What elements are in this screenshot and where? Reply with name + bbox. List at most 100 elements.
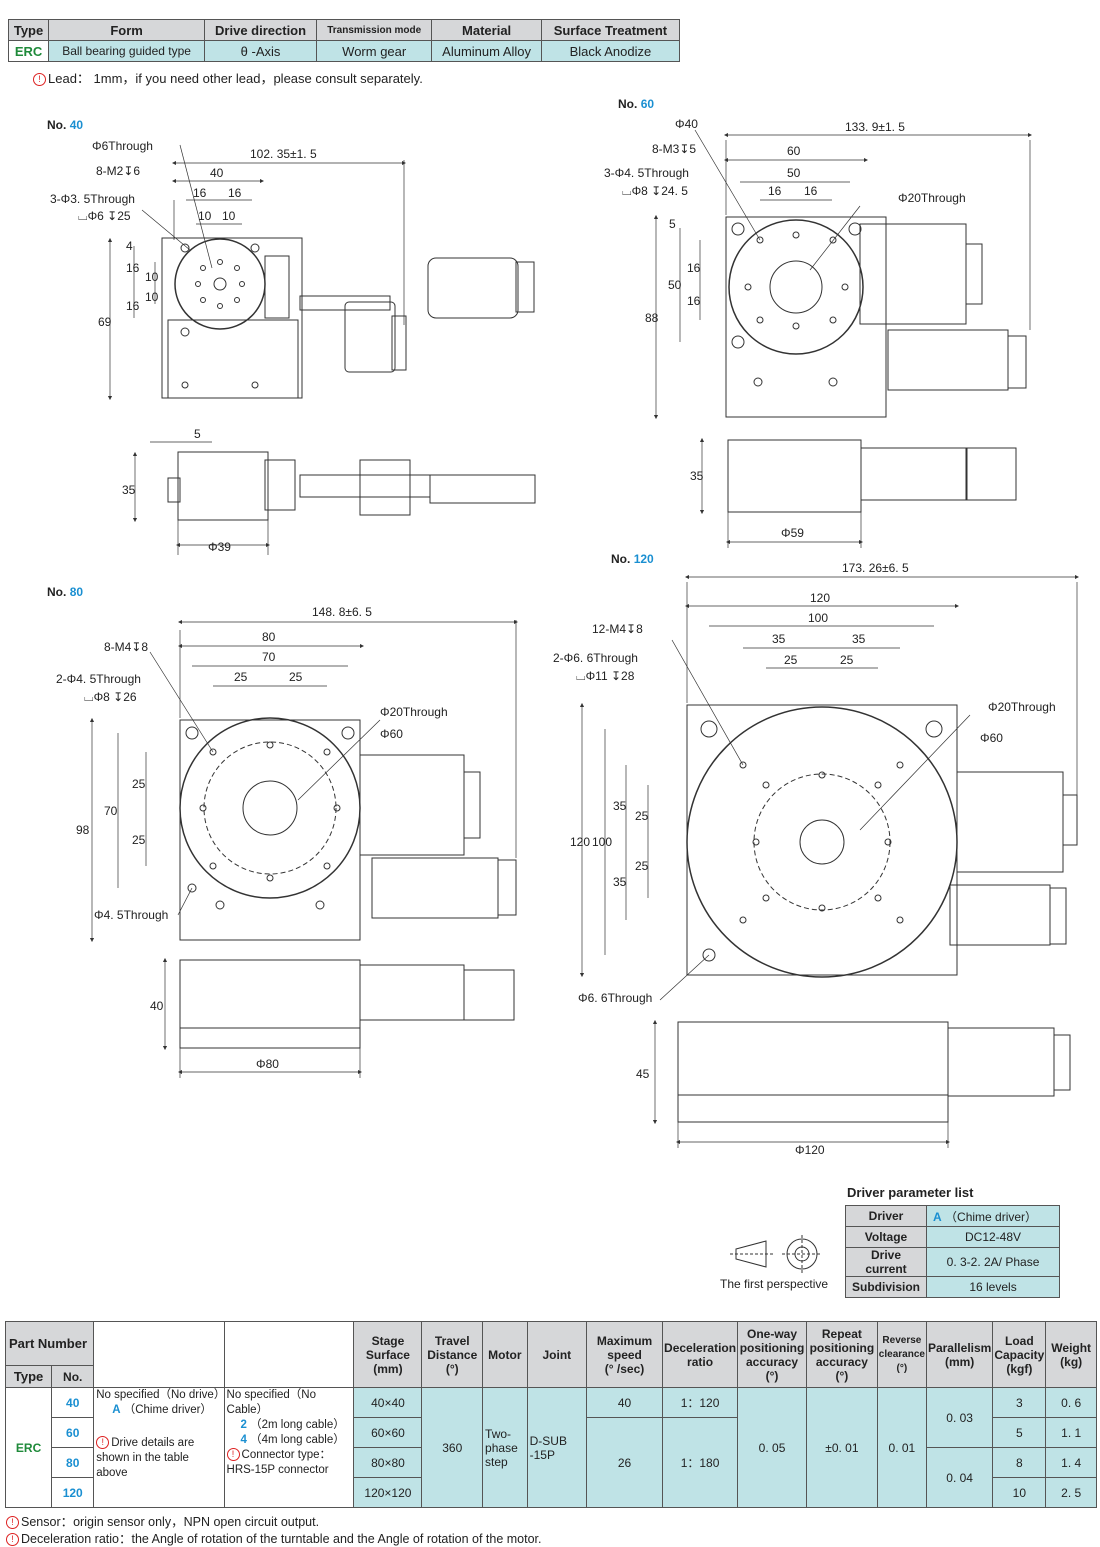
spec-cell: Black Anodize bbox=[540, 40, 681, 62]
driver-params-title: Driver parameter list bbox=[847, 1185, 974, 1200]
spec-cell: θ -Axis bbox=[204, 40, 318, 62]
dim-label: 35 bbox=[852, 632, 866, 646]
drawing-120-top-view bbox=[579, 574, 1080, 1001]
spec-header: Surface Treatment bbox=[540, 19, 681, 41]
td-joint: D-SUB -15P bbox=[526, 1387, 588, 1508]
dim-label: Φ20Through bbox=[380, 705, 448, 719]
warning-icon: ! bbox=[33, 73, 46, 86]
dim-label: 16 bbox=[687, 294, 701, 308]
dim-label: 102. 35±1. 5 bbox=[250, 147, 317, 161]
dim-label: 12-M4↧8 bbox=[592, 622, 643, 636]
drawing-title-60: No. 60 bbox=[618, 97, 655, 111]
td-type: ERC bbox=[4, 1387, 53, 1508]
td-oneway: 0. 05 bbox=[737, 1387, 807, 1508]
th-decel: Deceleration ratio bbox=[662, 1321, 739, 1388]
dim-label: 100 bbox=[808, 611, 828, 625]
dim-label: Φ80 bbox=[256, 1057, 279, 1071]
dim-label: 5 bbox=[669, 217, 676, 231]
lead-note-text: Lead： 1mm，if you need other lead，please … bbox=[48, 71, 423, 86]
td-travel: 360 bbox=[421, 1387, 484, 1508]
dim-label: 100 bbox=[592, 835, 612, 849]
th-repeat: Repeat positioning accuracy(°) bbox=[805, 1321, 878, 1388]
spec-header: Material bbox=[431, 19, 542, 41]
driver-param-value: 0. 3-2. 2A/ Phase bbox=[926, 1247, 1061, 1277]
dim-label: 120 bbox=[570, 835, 590, 849]
dim-label: 88 bbox=[645, 311, 659, 325]
dim-label: Φ60 bbox=[380, 727, 403, 741]
dim-label: Φ60 bbox=[980, 731, 1003, 745]
td-parallelism: 0. 04 bbox=[925, 1447, 994, 1508]
td-no: 40 bbox=[51, 1387, 95, 1418]
dim-label: 2-Φ6. 6Through bbox=[553, 651, 638, 665]
dim-label: 45 bbox=[636, 1067, 650, 1081]
dim-label: 40 bbox=[150, 999, 164, 1013]
dim-label: Φ20Through bbox=[988, 700, 1056, 714]
td-stage: 40×40 bbox=[353, 1387, 423, 1418]
td-load: 10 bbox=[992, 1477, 1047, 1508]
dim-label: 40 bbox=[210, 166, 224, 180]
warning-icon: ! bbox=[226, 1448, 240, 1461]
td-speed: 40 bbox=[586, 1387, 664, 1418]
drawing-title-120: No. 120 bbox=[611, 552, 654, 566]
th-motor: Motor bbox=[482, 1321, 528, 1388]
td-stage: 120×120 bbox=[353, 1477, 423, 1508]
dim-label: 16 bbox=[193, 186, 207, 200]
dim-label: 16 bbox=[804, 184, 818, 198]
drawing-40-top-view bbox=[107, 144, 535, 401]
td-load: 8 bbox=[992, 1447, 1047, 1478]
spec-header: Form bbox=[48, 19, 206, 41]
dim-label: 10 bbox=[222, 209, 236, 223]
th-joint: Joint bbox=[526, 1321, 588, 1388]
driver-param-value: DC12-48V bbox=[926, 1226, 1061, 1248]
dim-label: Φ120 bbox=[795, 1143, 825, 1157]
dim-label: ⌴Φ8 ↧24. 5 bbox=[622, 184, 688, 198]
drawing-40-side-view bbox=[132, 441, 536, 555]
spec-cell: Aluminum Alloy bbox=[431, 40, 542, 62]
th-part-number: Part Number bbox=[4, 1321, 95, 1366]
dim-label: 60 bbox=[787, 144, 801, 158]
drawing-80-top-view bbox=[89, 619, 519, 943]
driver-param-value: 16 levels bbox=[926, 1276, 1061, 1298]
dim-label: 10 bbox=[145, 290, 159, 304]
td-weight: 1. 1 bbox=[1045, 1417, 1097, 1448]
td-weight: 0. 6 bbox=[1045, 1387, 1097, 1418]
driver-param-key: Drive current bbox=[844, 1247, 928, 1277]
td-load: 3 bbox=[992, 1387, 1047, 1418]
dim-label: 25 bbox=[132, 833, 146, 847]
th-load: Load Capacity(kgf) bbox=[992, 1321, 1047, 1388]
spec-cell: Worm gear bbox=[316, 40, 433, 62]
dim-label: 35 bbox=[690, 469, 704, 483]
td-stage: 60×60 bbox=[353, 1417, 423, 1448]
dim-label: 25 bbox=[132, 777, 146, 791]
td-weight: 2. 5 bbox=[1045, 1477, 1097, 1508]
spec-header: Type bbox=[7, 19, 50, 41]
dimension-labels-60: Φ40 133. 9±1. 5 8-M3↧5 60 3-Φ4. 5Through… bbox=[604, 117, 966, 540]
dim-label: 69 bbox=[98, 315, 112, 329]
dim-label: 35 bbox=[772, 632, 786, 646]
lead-note: !Lead： 1mm，if you need other lead，please… bbox=[33, 68, 423, 87]
dim-label: Φ40 bbox=[675, 117, 698, 131]
dim-label: 148. 8±6. 5 bbox=[312, 605, 372, 619]
dim-label: 3-Φ4. 5Through bbox=[604, 166, 689, 180]
td-cable-options: No specified（No Cable） 2 （2m long cable）… bbox=[223, 1387, 355, 1508]
technical-drawings: 102. 35±1. 5 40 16 16 10 10 Φ6Through 8-… bbox=[50, 117, 1080, 1157]
dim-label: 16 bbox=[126, 299, 140, 313]
td-no: 80 bbox=[51, 1447, 95, 1478]
dimension-labels-80: 148. 8±6. 5 80 8-M4↧8 70 2-Φ4. 5Through … bbox=[56, 605, 448, 1071]
dim-label: 98 bbox=[76, 823, 90, 837]
th-parallelism: Parallelism(mm) bbox=[925, 1321, 994, 1388]
dim-label: 5 bbox=[194, 427, 201, 441]
dim-label: 120 bbox=[810, 591, 830, 605]
td-motor: Two-phase step bbox=[482, 1387, 528, 1508]
th-weight: Weight(kg) bbox=[1045, 1321, 1097, 1388]
dim-label: 70 bbox=[104, 804, 118, 818]
td-load: 5 bbox=[992, 1417, 1047, 1448]
part-number-table: Part Number Stage Surface(mm) Travel Dis… bbox=[4, 1321, 1097, 1508]
warning-icon: ! bbox=[6, 1533, 19, 1546]
footnote: !Sensor：origin sensor only，NPN open circ… bbox=[6, 1511, 319, 1530]
td-decel: 1：120 bbox=[662, 1387, 739, 1418]
drawing-80-side-view bbox=[162, 957, 515, 1078]
th-blank bbox=[93, 1321, 225, 1388]
th-travel: Travel Distance(°) bbox=[421, 1321, 484, 1388]
dim-label: Φ6Through bbox=[92, 139, 153, 153]
